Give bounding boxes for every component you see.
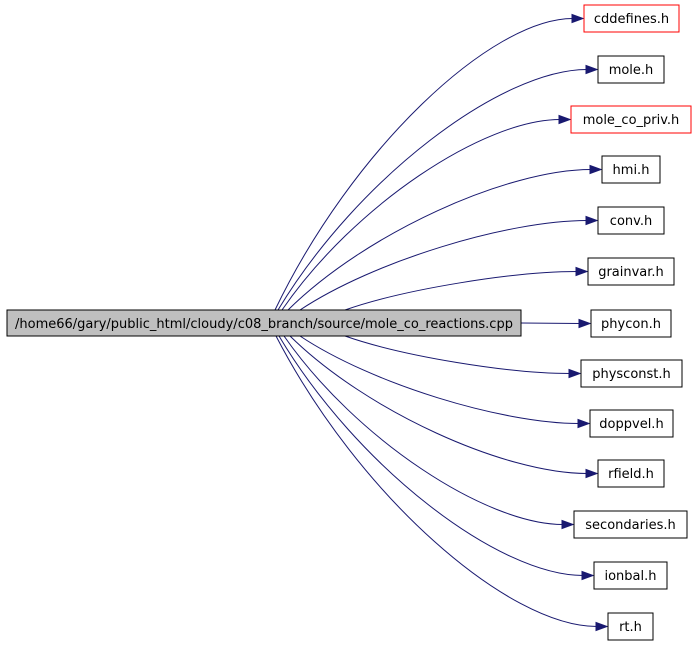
node-ionbal[interactable]: ionbal.h: [593, 561, 668, 590]
node-box: [573, 510, 688, 539]
arrowhead: [568, 368, 582, 379]
node-label: mole.h: [609, 63, 654, 78]
arrowhead: [575, 266, 589, 277]
edge-to-phycon: [520, 322, 581, 324]
node-label: secondaries.h: [585, 518, 675, 533]
node-cddefines[interactable]: cddefines.h: [583, 4, 680, 33]
node-label: phycon.h: [601, 317, 661, 332]
node-box: [597, 206, 665, 235]
node-box: [593, 561, 668, 590]
node-label: rfield.h: [608, 467, 654, 482]
edge-to-doppvel: [299, 335, 580, 424]
node-label: cddefines.h: [594, 12, 669, 27]
node-secondaries[interactable]: secondaries.h: [573, 510, 688, 539]
root-node[interactable]: /home66/gary/public_html/cloudy/c08_bran…: [6, 309, 522, 337]
edge-to-physconst: [344, 335, 571, 374]
node-label: physconst.h: [592, 367, 671, 382]
edge-to-mole: [277, 69, 588, 311]
node-box: [589, 409, 674, 438]
node-doppvel[interactable]: doppvel.h: [589, 409, 674, 438]
node-box: [587, 257, 675, 286]
edge-to-hmi: [287, 169, 592, 311]
edge-to-secondaries: [283, 335, 564, 525]
node-box: [597, 459, 665, 488]
node-box: [570, 105, 692, 134]
node-box: [590, 309, 672, 338]
edge-to-mole-co-priv: [281, 119, 561, 311]
arrowhead: [585, 64, 599, 75]
node-box: [597, 55, 665, 84]
arrowhead: [571, 13, 585, 24]
edge-to-rt: [275, 335, 598, 627]
node-label: conv.h: [610, 214, 652, 229]
node-phycon[interactable]: phycon.h: [590, 309, 672, 338]
node-grainvar[interactable]: grainvar.h: [587, 257, 675, 286]
node-mole-co-priv[interactable]: mole_co_priv.h: [570, 105, 692, 134]
node-label: rt.h: [619, 620, 642, 635]
node-physconst[interactable]: physconst.h: [580, 359, 683, 388]
node-box: [583, 4, 680, 33]
node-mole[interactable]: mole.h: [597, 55, 665, 84]
node-rfield[interactable]: rfield.h: [597, 459, 665, 488]
node-conv[interactable]: conv.h: [597, 206, 665, 235]
root-node-label: /home66/gary/public_html/cloudy/c08_bran…: [15, 317, 513, 332]
node-rt[interactable]: rt.h: [607, 612, 654, 641]
edge-to-conv: [299, 220, 588, 311]
arrowhead: [578, 318, 592, 329]
edge-to-grainvar: [344, 271, 578, 311]
nodes-layer: /home66/gary/public_html/cloudy/c08_bran…: [6, 4, 692, 641]
edge-to-cddefines: [274, 18, 574, 311]
arrowhead: [561, 519, 575, 530]
node-box: [607, 612, 654, 641]
edges-layer: [274, 13, 609, 632]
node-box: [601, 155, 661, 184]
arrowhead: [581, 570, 595, 581]
node-box: [580, 359, 683, 388]
node-label: hmi.h: [613, 163, 650, 178]
node-label: doppvel.h: [599, 417, 663, 432]
node-hmi[interactable]: hmi.h: [601, 155, 661, 184]
edge-to-ionbal: [278, 335, 584, 576]
arrowhead: [577, 418, 591, 429]
node-label: mole_co_priv.h: [583, 113, 680, 128]
arrowhead: [585, 215, 599, 226]
node-label: grainvar.h: [598, 265, 664, 280]
edge-to-rfield: [289, 335, 588, 474]
arrowhead: [595, 621, 609, 632]
arrowhead: [589, 164, 603, 175]
arrowhead: [558, 114, 572, 125]
node-label: ionbal.h: [604, 569, 656, 584]
arrowhead: [585, 468, 599, 479]
